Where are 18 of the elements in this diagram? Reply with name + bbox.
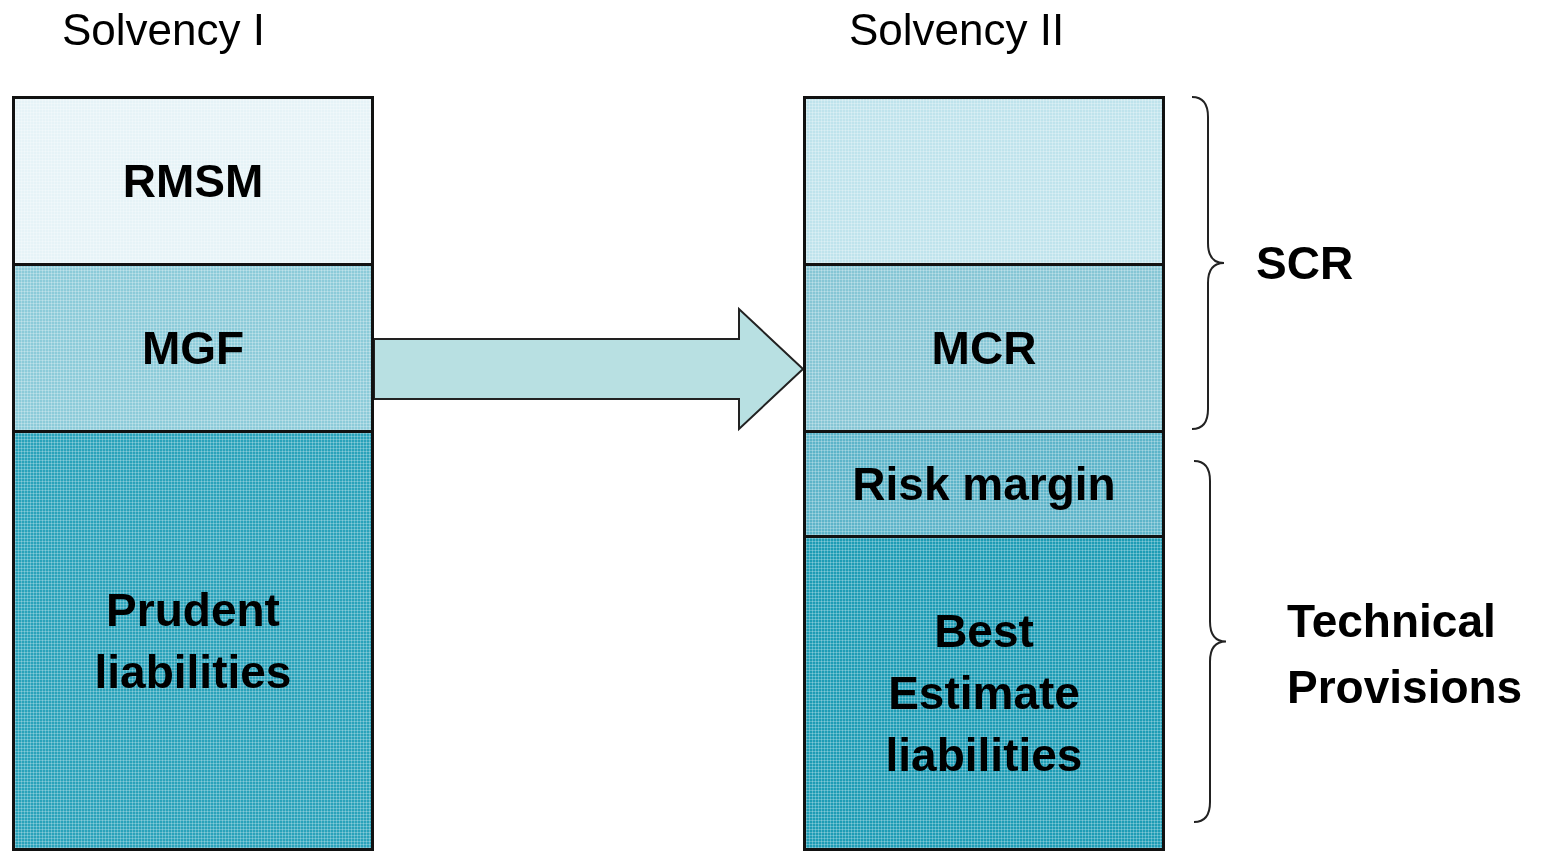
column-heading: Solvency I (62, 4, 265, 56)
stack-segment (806, 433, 1162, 538)
brace-label: Technical Provisions (1287, 594, 1524, 715)
segment-label: MGF (141, 321, 245, 376)
stack-segment (15, 99, 371, 266)
stack-segment (806, 266, 1162, 433)
segment-label: Prudent liabilities (93, 582, 293, 700)
segment-label: Risk margin (852, 457, 1116, 512)
stack-segment (806, 99, 1162, 266)
segment-label: MCR (931, 321, 1037, 376)
column-heading: Solvency II (849, 4, 1065, 56)
stack-segment (806, 538, 1162, 851)
brace-label: SCR (1256, 236, 1355, 291)
stack-segment (15, 266, 371, 433)
block-arrow (373, 306, 805, 432)
segment-label: RMSM (122, 154, 264, 209)
segment-label: Best Estimate liabilities (884, 604, 1084, 783)
stack-segment (15, 433, 371, 851)
